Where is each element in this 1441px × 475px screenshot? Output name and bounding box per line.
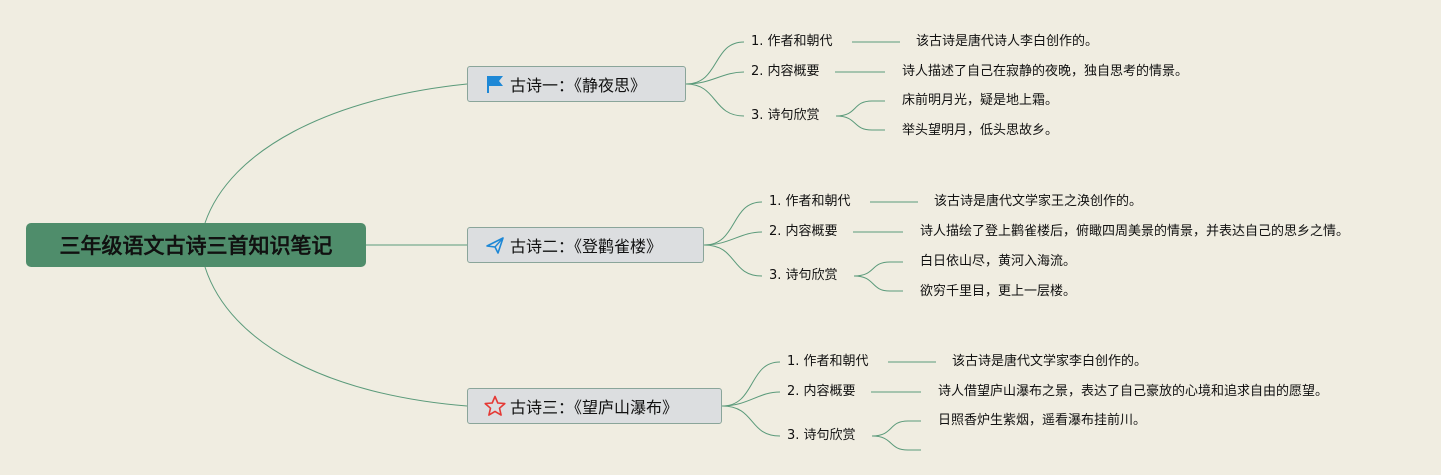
paper-plane-icon (484, 234, 506, 256)
poem-1-author-text[interactable]: 该古诗是唐代诗人李白创作的。 (916, 34, 1099, 49)
poem-2-summary-text[interactable]: 诗人描绘了登上鹳雀楼后，俯瞰四周美景的情景，并表达自己的思乡之情。 (920, 224, 1350, 239)
poem-3-summary-label[interactable]: 2. 内容概要 (787, 384, 856, 399)
poem-3-node[interactable]: 古诗三：《望庐山瀑布》 (467, 388, 722, 424)
poem-3-summary-text[interactable]: 诗人借望庐山瀑布之景，表达了自己豪放的心境和追求自由的愿望。 (938, 384, 1329, 399)
poem-2-node[interactable]: 古诗二：《登鹳雀楼》 (467, 227, 704, 263)
poem-3-title: 古诗三：《望庐山瀑布》 (510, 398, 679, 417)
poem-1-summary-text[interactable]: 诗人描述了自己在寂静的夜晚，独自思考的情景。 (902, 64, 1189, 79)
poem-2-summary-label[interactable]: 2. 内容概要 (769, 224, 838, 239)
poem-1-author-label[interactable]: 1. 作者和朝代 (751, 34, 833, 49)
poem-2-appreciation-label[interactable]: 3. 诗句欣赏 (769, 268, 838, 283)
poem-3-author-label[interactable]: 1. 作者和朝代 (787, 354, 869, 369)
poem-3-line-1[interactable]: 日照香炉生紫烟，遥看瀑布挂前川。 (938, 413, 1147, 428)
poem-2-title: 古诗二：《登鹳雀楼》 (510, 237, 663, 256)
poem-1-line-1[interactable]: 床前明月光，疑是地上霜。 (902, 93, 1059, 108)
star-icon (484, 395, 506, 417)
poem-1-title: 古诗一：《静夜思》 (510, 76, 647, 95)
poem-2-line-1[interactable]: 白日依山尽，黄河入海流。 (920, 254, 1077, 269)
poem-2-line-2[interactable]: 欲穷千里目，更上一层楼。 (920, 284, 1077, 299)
poem-2-author-text[interactable]: 该古诗是唐代文学家王之涣创作的。 (934, 194, 1143, 209)
poem-2-author-label[interactable]: 1. 作者和朝代 (769, 194, 851, 209)
poem-3-appreciation-label[interactable]: 3. 诗句欣赏 (787, 428, 856, 443)
poem-3-author-text[interactable]: 该古诗是唐代文学家李白创作的。 (952, 354, 1148, 369)
poem-1-line-2[interactable]: 举头望明月，低头思故乡。 (902, 123, 1059, 138)
poem-1-node[interactable]: 古诗一：《静夜思》 (467, 66, 686, 102)
poem-1-appreciation-label[interactable]: 3. 诗句欣赏 (751, 108, 820, 123)
poem-1-summary-label[interactable]: 2. 内容概要 (751, 64, 820, 79)
flag-icon (484, 73, 506, 95)
root-title[interactable]: 三年级语文古诗三首知识笔记 (26, 223, 366, 267)
